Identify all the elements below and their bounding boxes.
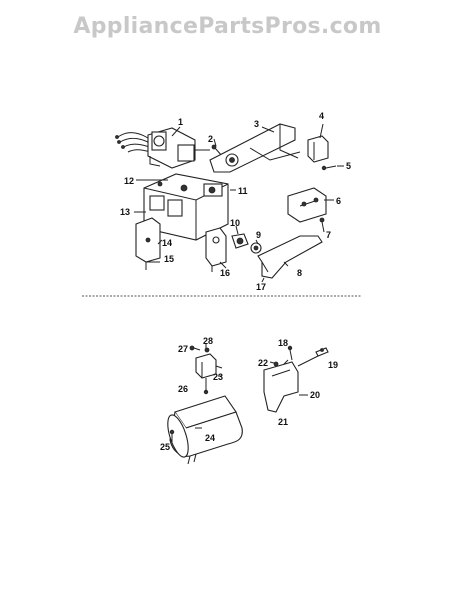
part-label-11: 11 [238,186,248,196]
part-label-27: 27 [178,344,188,354]
clip-26 [195,353,217,379]
part-label-9: 9 [256,230,261,240]
screw-27 [189,345,201,351]
screw-7 [319,217,325,233]
part-label-6: 6 [336,196,341,206]
part-label-17: 17 [256,282,266,292]
part-label-8: 8 [297,268,302,278]
valve-solenoid-assembly [147,127,210,169]
bracket-14 [135,217,161,270]
screw-28 [204,344,210,353]
part-label-21: 21 [278,417,288,427]
part-label-18: 18 [278,338,288,348]
part-label-16: 16 [220,268,230,278]
clip-4 [307,135,329,163]
leader-lines-upper [134,123,344,283]
leader-lines-lower [195,359,308,429]
part-label-2: 2 [208,134,213,144]
part-label-25: 25 [160,442,170,452]
part-label-28: 28 [203,336,213,346]
bracket-23 [203,365,223,395]
control-body-11 [143,173,229,241]
part-label-15: 15 [164,254,174,264]
part-label-14: 14 [162,238,172,248]
part-label-12: 12 [124,176,134,186]
part-label-7: 7 [326,230,331,240]
cylinder-24 [167,395,243,465]
part-label-13: 13 [120,207,130,217]
part-label-10: 10 [230,218,240,228]
screw-5 [321,165,337,171]
screw-22 [269,361,279,367]
watermark-text: AppliancePartsPros.com [73,14,382,39]
part-label-20: 20 [310,390,320,400]
screw-25 [169,429,175,442]
part-label-19: 19 [328,360,338,370]
burner-tube-8 [257,235,323,279]
part-label-4: 4 [319,111,324,121]
mounting-rail-3 [209,123,301,173]
nut-10 [231,233,249,249]
electrode-19 [297,347,329,367]
part-label-26: 26 [178,384,188,394]
part-label-3: 3 [254,119,259,129]
bracket-20 [263,361,299,413]
part-label-22: 22 [258,358,268,368]
bracket-16 [205,227,227,272]
part-label-1: 1 [178,117,183,127]
screw-18 [287,345,293,361]
part-label-23: 23 [213,372,223,382]
fitting-9 [250,242,262,254]
part-label-24: 24 [205,433,215,443]
wire-harness [115,132,155,154]
bracket-6 [287,187,327,223]
part-label-5: 5 [346,161,351,171]
